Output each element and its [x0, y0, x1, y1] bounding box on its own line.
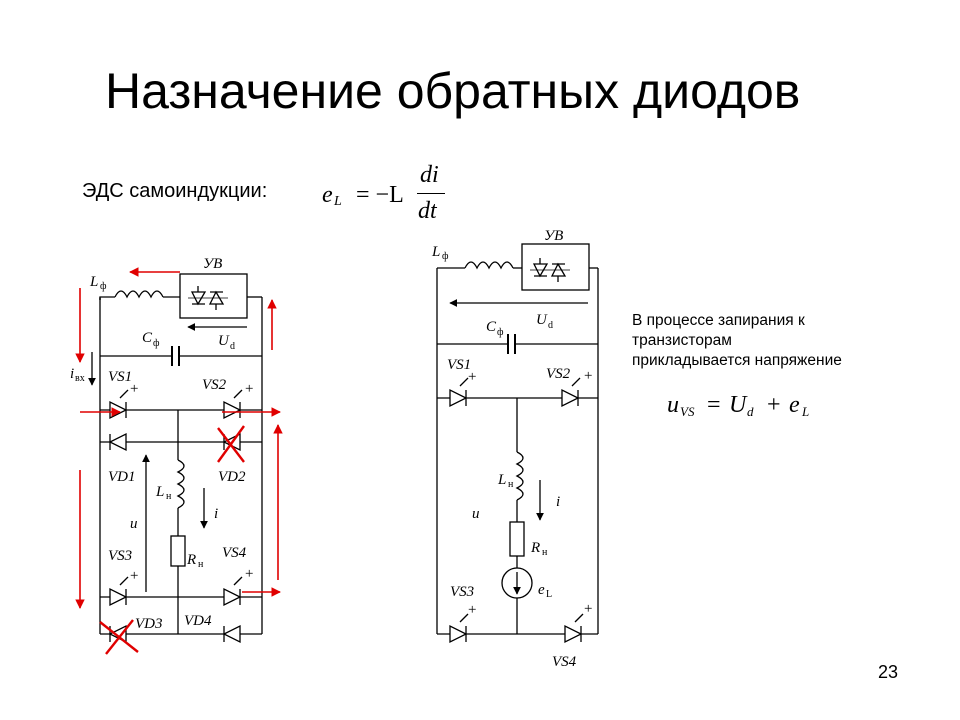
formula2-plus: +	[767, 392, 781, 418]
note-line-3: прикладывается напряжение	[632, 352, 842, 369]
right-rn-resistor	[509, 521, 525, 557]
right-uv-label: УВ	[544, 228, 563, 244]
left-ln-label: L	[155, 484, 164, 500]
left-i-label: i	[214, 506, 218, 522]
right-lf-label: L	[431, 244, 440, 260]
left-vd1-label: VD1	[108, 469, 136, 485]
right-vs1-plus: +	[468, 369, 476, 385]
left-vs2-label: VS2	[202, 377, 227, 393]
left-lf-inductor	[114, 290, 164, 299]
emf-label: ЭДС самоиндукции:	[82, 180, 268, 202]
left-vs1-plus: +	[130, 381, 138, 397]
right-ln-sub: н	[508, 479, 514, 490]
right-rn-label: R	[530, 540, 540, 556]
left-ud-sub: d	[230, 341, 235, 352]
formula1-num: di	[420, 162, 439, 188]
left-uv-box	[179, 273, 248, 319]
note-line-2: транзисторам	[632, 332, 732, 349]
right-cf-label: C	[486, 319, 497, 335]
voltage-formula: u VS = U d + e L	[667, 392, 837, 428]
left-vs4-plus: +	[245, 566, 253, 582]
left-rn-sub: н	[198, 559, 204, 570]
left-u-label: u	[130, 516, 138, 532]
note-line-1: В процессе запирания к	[632, 312, 805, 329]
formula2-u-sub: VS	[680, 404, 695, 419]
left-cf-label: C	[142, 330, 153, 346]
right-lf-sub: ф	[442, 251, 449, 262]
right-vs1	[449, 388, 468, 408]
right-u-label: u	[472, 506, 480, 522]
left-vs3-plus: +	[130, 568, 138, 584]
left-cf-sub: ф	[153, 338, 160, 349]
formula1-lhs: e	[322, 182, 333, 208]
left-vs2	[223, 400, 242, 420]
right-vs3-plus: +	[468, 602, 476, 618]
left-circuit	[88, 273, 263, 644]
left-vd4	[222, 624, 241, 644]
right-labels: L ф УВ C ф U d VS1 + VS2 + L н i u R н e…	[431, 228, 592, 670]
emf-formula: e L = −L di dt	[322, 160, 452, 230]
left-vs2-plus: +	[245, 381, 253, 397]
left-vs1	[109, 400, 128, 420]
formula1-eq: = −L	[356, 182, 404, 208]
right-cf-sub: ф	[497, 327, 504, 338]
right-vs3-label: VS3	[450, 584, 474, 600]
left-lf-label: L	[89, 274, 98, 290]
right-vs4-plus: +	[584, 601, 592, 617]
formula2-eq: =	[707, 392, 721, 418]
left-ln-sub: н	[166, 491, 172, 502]
note-text: В процессе запирания к транзисторам прик…	[632, 311, 912, 371]
right-rn-sub: н	[542, 547, 548, 558]
formula2-e-sub: L	[802, 404, 810, 419]
right-vs2-label: VS2	[546, 366, 571, 382]
left-vs3-label: VS3	[108, 548, 132, 564]
left-ivx-sub: вх	[75, 373, 85, 384]
cross-vd3-b	[105, 619, 134, 655]
right-ln-label: L	[497, 472, 506, 488]
left-vd4-label: VD4	[184, 613, 212, 629]
formula2-u: u	[667, 392, 679, 418]
right-vs3	[449, 624, 468, 644]
formula2-U-sub: d	[747, 404, 754, 419]
formula1-den: dt	[418, 198, 437, 224]
right-el-sub: L	[546, 589, 552, 600]
left-ln-inductor	[176, 459, 185, 509]
left-vs4	[223, 587, 242, 607]
right-vs2	[561, 388, 580, 408]
left-lf-sub: ф	[100, 281, 107, 292]
formula1-lhs-sub: L	[334, 194, 342, 209]
right-lf-inductor	[464, 261, 514, 270]
cross-vd2-b	[217, 425, 245, 463]
left-rn-label: R	[186, 552, 196, 568]
left-uv-label: УВ	[203, 256, 222, 272]
left-vd1	[108, 432, 127, 452]
page-number: 23	[878, 662, 899, 682]
right-circuit	[436, 243, 599, 644]
left-rn-resistor	[170, 535, 186, 567]
right-vs4	[564, 624, 583, 644]
formula2-U: U	[729, 392, 747, 418]
right-i-label: i	[556, 494, 560, 510]
left-vs4-label: VS4	[222, 545, 247, 561]
left-ud-label: U	[218, 333, 230, 349]
right-vs4-label: VS4	[552, 654, 577, 670]
right-vs1-label: VS1	[447, 357, 471, 373]
right-el-label: e	[538, 582, 545, 598]
right-ud-label: U	[536, 312, 548, 328]
right-ln-inductor	[515, 451, 524, 501]
left-vs1-label: VS1	[108, 369, 132, 385]
left-red-annotations	[75, 267, 283, 655]
left-labels: L ф УВ C ф U d i вх VS1 + VS2 + VD1 VD2 …	[70, 256, 253, 632]
left-ivx-label: i	[70, 366, 74, 382]
formula2-e: e	[789, 392, 800, 418]
left-vs3	[109, 587, 128, 607]
right-vs2-plus: +	[584, 368, 592, 384]
right-uv-box	[521, 243, 590, 291]
fraction-bar	[417, 193, 445, 194]
page-title: Назначение обратных диодов	[105, 63, 801, 119]
left-vd3-label: VD3	[135, 616, 163, 632]
left-vd2-label: VD2	[218, 469, 246, 485]
right-ud-sub: d	[548, 320, 553, 331]
